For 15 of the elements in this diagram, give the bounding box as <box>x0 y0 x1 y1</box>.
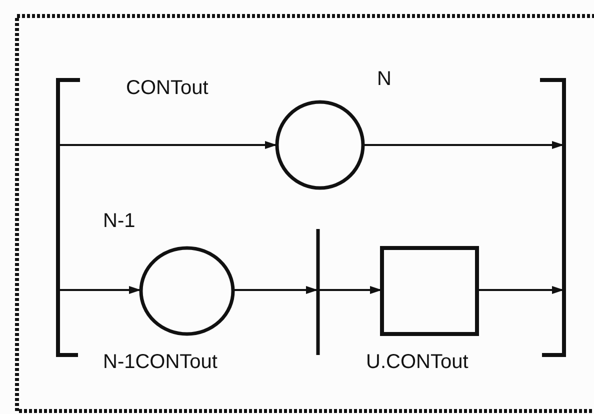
arrow <box>477 286 564 294</box>
bracket <box>540 78 566 357</box>
arrow <box>318 286 382 294</box>
arrow <box>58 286 141 294</box>
place-label: N-1CONTout <box>103 351 218 373</box>
place-label: CONTout <box>126 77 208 99</box>
place-label: U.CONTout <box>366 351 468 373</box>
transition-bar <box>316 229 320 355</box>
arrow <box>233 286 318 294</box>
transition-box <box>380 246 479 336</box>
arrow <box>363 141 564 149</box>
bracket <box>56 78 80 357</box>
arrow <box>58 141 277 149</box>
place-label: N-1 <box>103 210 136 232</box>
place-label: N <box>377 68 392 90</box>
